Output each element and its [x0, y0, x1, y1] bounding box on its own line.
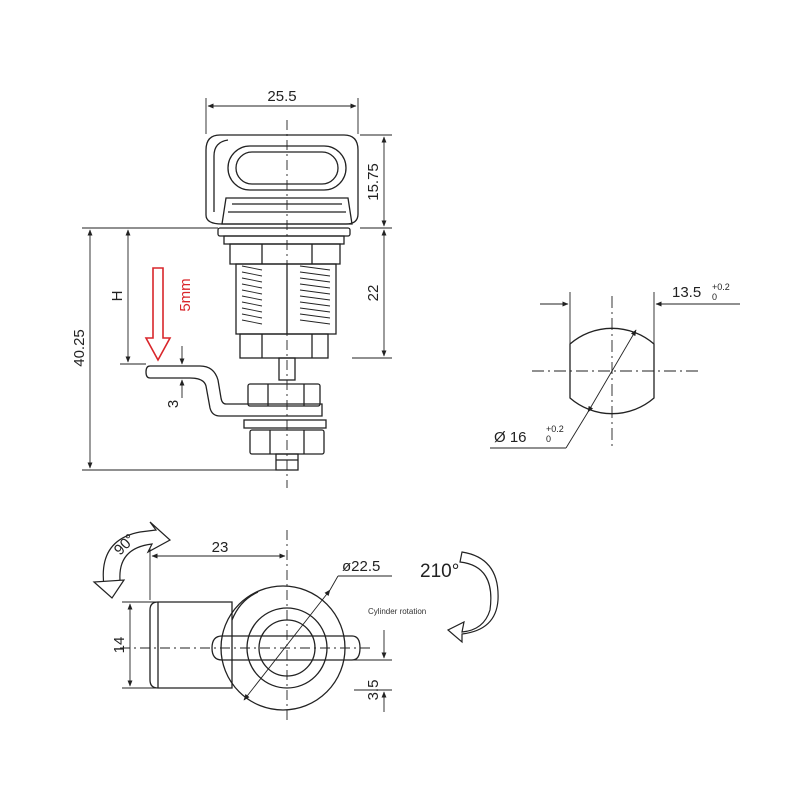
- dim-knob-height: 15.75: [365, 163, 382, 201]
- dim-offset: 3.5: [365, 680, 382, 701]
- bottom-view: [120, 530, 370, 720]
- dim-body-length: 22: [365, 285, 382, 302]
- front-view: [145, 120, 359, 488]
- dim-cam-width: 14: [111, 637, 128, 654]
- dim-rotation-left: 90°: [111, 531, 139, 559]
- dim-cutout-flat-tol-bot: 0: [712, 292, 717, 302]
- dim-rotation-right: 210°: [420, 561, 459, 582]
- dim-h: H: [109, 291, 126, 302]
- rotation-right-icon: [446, 551, 499, 644]
- dim-cutout-dia: Ø 16: [494, 429, 527, 446]
- note-cylinder-rotation: Cylinder rotation: [368, 607, 426, 616]
- dim-width-top: 25.5: [267, 88, 296, 105]
- bottom-dimensions: [122, 548, 392, 712]
- rotation-left-icon: [92, 521, 172, 599]
- travel-arrow-icon: [144, 267, 172, 362]
- front-dimensions: [82, 98, 392, 471]
- dim-travel: 5mm: [177, 278, 194, 311]
- dim-cutout-flat: 13.5: [672, 284, 701, 301]
- dim-cutout-dia-tol-top: +0.2: [546, 424, 564, 434]
- dim-cutout-dia-tol-bot: 0: [546, 434, 551, 444]
- dim-head-dia: ø22.5: [342, 558, 380, 575]
- dim-cam-length: 23: [212, 539, 229, 556]
- dim-cutout-flat-tol-top: +0.2: [712, 282, 730, 292]
- cutout-dimensions: [490, 292, 740, 449]
- dim-total-height: 40.25: [71, 329, 88, 367]
- dim-cam-thickness: 3: [165, 400, 182, 408]
